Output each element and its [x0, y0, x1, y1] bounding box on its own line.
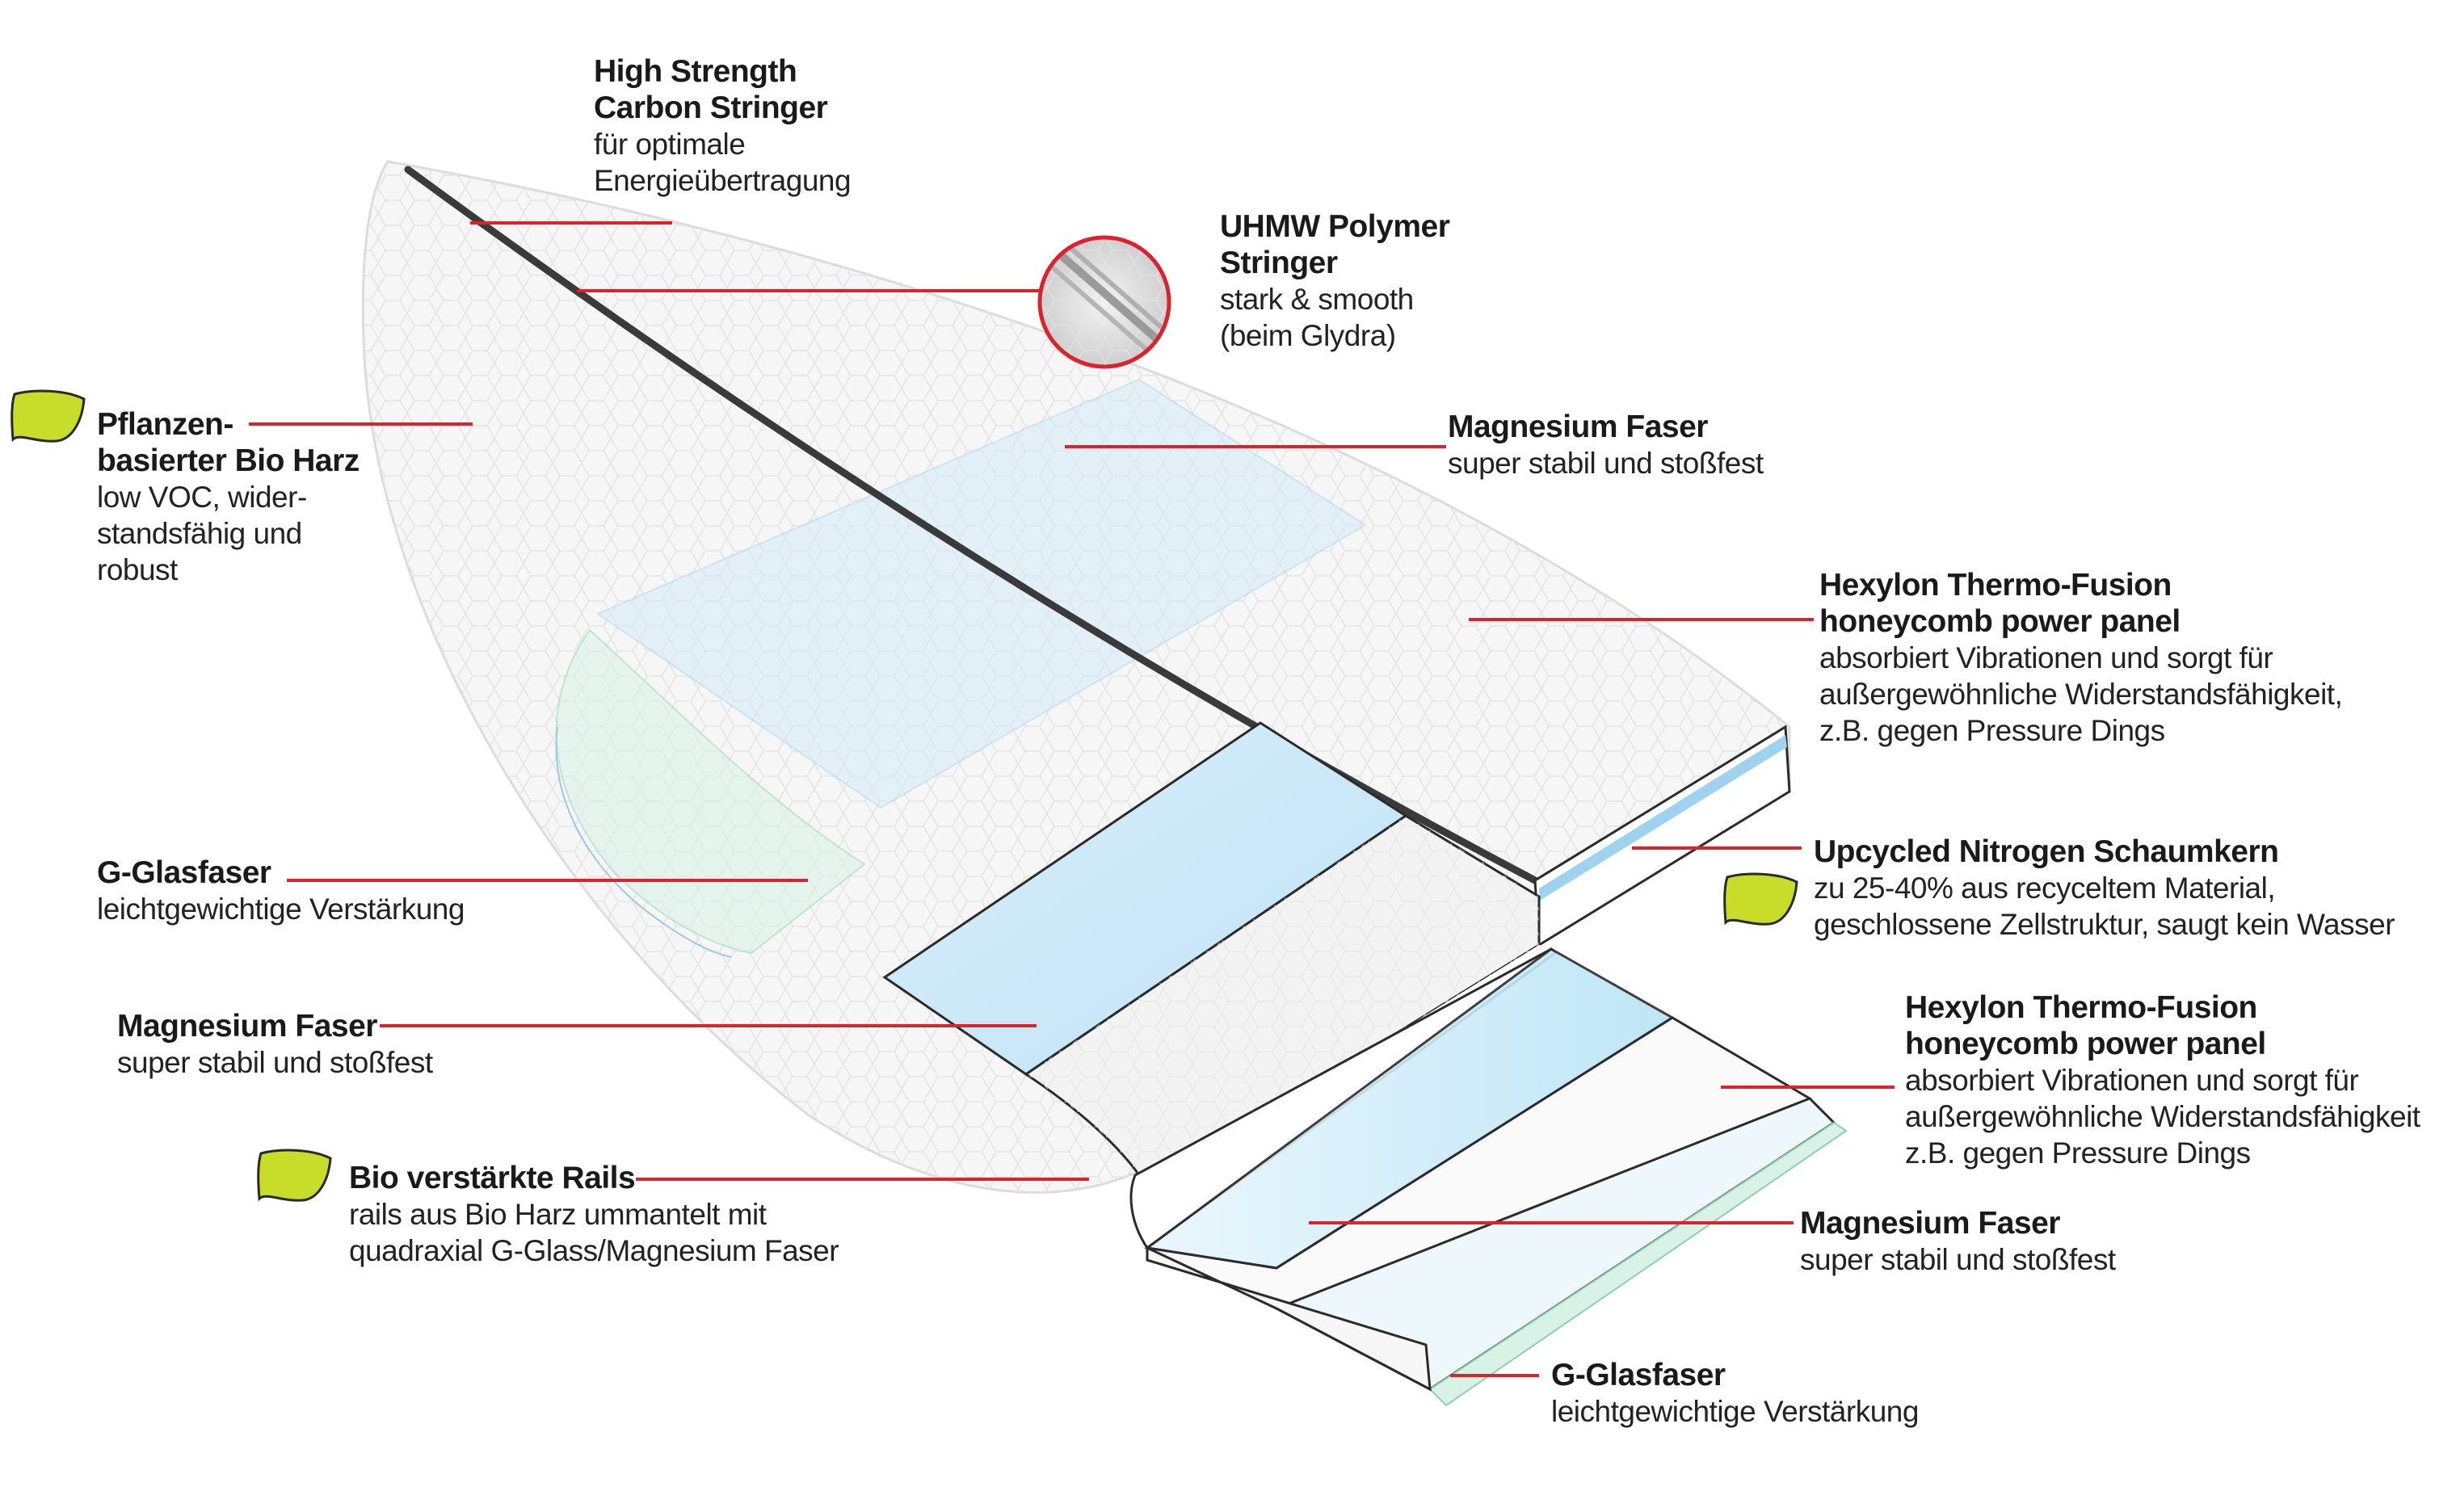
label-title: G-Glasfaser — [1551, 1358, 1726, 1392]
eco-leaf-icon — [257, 1149, 332, 1202]
label-uhmw-stringer: UHMW Polymer Stringer stark & smooth (be… — [1220, 208, 1450, 354]
eco-leaf-icon — [1723, 872, 1798, 926]
label-desc: leichtgewichtige Verstärkung — [1551, 1395, 1919, 1428]
label-title: Bio verstärkte Rails — [349, 1161, 636, 1195]
label-title: honeycomb power panel — [1819, 604, 2181, 639]
label-magnesium-top: Magnesium Faser super stabil und stoßfes… — [1448, 409, 1764, 481]
label-desc: leichtgewichtige Verstärkung — [97, 892, 465, 926]
label-desc: quadraxial G-Glass/Magnesium Faser — [349, 1234, 839, 1267]
eco-leaf-icon — [11, 389, 86, 443]
label-title: basierter Bio Harz — [97, 443, 360, 478]
label-title: Upcycled Nitrogen Schaumkern — [1814, 834, 2279, 869]
label-hexylon-bottom: Hexylon Thermo-Fusion honeycomb power pa… — [1905, 989, 2420, 1171]
label-title: UHMW Polymer — [1220, 209, 1450, 244]
label-carbon-stringer: High Strength Carbon Stringer für optima… — [594, 53, 852, 199]
label-title: High Strength — [594, 54, 797, 89]
label-desc: zu 25-40% aus recyceltem Material, — [1814, 872, 2276, 905]
stringer-magnifier-icon — [1037, 235, 1171, 369]
label-title: Magnesium Faser — [1448, 410, 1708, 444]
label-hexylon-top: Hexylon Thermo-Fusion honeycomb power pa… — [1819, 567, 2343, 749]
label-title: G-Glasfaser — [97, 855, 271, 890]
label-desc: super stabil und stoßfest — [1448, 447, 1764, 480]
label-desc: für optimale — [594, 128, 746, 161]
label-g-glas-left: G-Glasfaser leichtgewichtige Verstärkung — [97, 855, 465, 927]
glass-sheet-left-edge — [555, 726, 732, 958]
label-title: Hexylon Thermo-Fusion — [1905, 990, 2257, 1025]
label-desc: absorbiert Vibrationen und sorgt für — [1905, 1064, 2359, 1097]
label-title: Pflanzen- — [97, 407, 233, 442]
label-title: honeycomb power panel — [1905, 1027, 2266, 1061]
label-g-glas-bottom: G-Glasfaser leichtgewichtige Verstärkung — [1551, 1357, 1919, 1430]
label-title: Magnesium Faser — [117, 1009, 377, 1044]
label-desc: außergewöhnliche Widerstandsfähigkeit, — [1819, 678, 2343, 711]
label-desc: außergewöhnliche Widerstandsfähigkeit — [1905, 1100, 2420, 1133]
stepped-layers — [882, 721, 1848, 1407]
label-desc: (beim Glydra) — [1220, 319, 1396, 352]
label-desc: low VOC, wider- — [97, 481, 307, 514]
label-bio-harz: Pflanzen- basierter Bio Harz low VOC, wi… — [97, 406, 360, 588]
label-desc: super stabil und stoßfest — [1800, 1243, 2116, 1276]
label-magnesium-left: Magnesium Faser super stabil und stoßfes… — [117, 1008, 433, 1081]
leader-lines — [249, 221, 1895, 1377]
label-magnesium-bottom: Magnesium Faser super stabil und stoßfes… — [1800, 1205, 2116, 1278]
label-desc: robust — [97, 553, 178, 586]
label-title: Magnesium Faser — [1800, 1206, 2060, 1241]
label-desc: geschlossene Zellstruktur, saugt kein Wa… — [1814, 908, 2395, 941]
label-desc: rails aus Bio Harz ummantelt mit — [349, 1198, 767, 1231]
label-title: Carbon Stringer — [594, 90, 828, 125]
label-desc: z.B. gegen Pressure Dings — [1905, 1136, 2251, 1170]
label-desc: absorbiert Vibrationen und sorgt für — [1819, 641, 2273, 674]
label-title: Hexylon Thermo-Fusion — [1819, 568, 2172, 603]
label-desc: Energieübertragung — [594, 164, 852, 197]
label-desc: super stabil und stoßfest — [117, 1046, 433, 1079]
label-desc: z.B. gegen Pressure Dings — [1819, 714, 2165, 747]
label-desc: standsfähig und — [97, 517, 302, 550]
label-desc: stark & smooth — [1220, 283, 1414, 316]
label-bio-rails: Bio verstärkte Rails rails aus Bio Harz … — [349, 1160, 839, 1269]
label-title: Stringer — [1220, 246, 1338, 280]
label-nitrogen-core: Upcycled Nitrogen Schaumkern zu 25-40% a… — [1814, 834, 2395, 943]
magnesium-sheet-top — [595, 378, 1367, 809]
